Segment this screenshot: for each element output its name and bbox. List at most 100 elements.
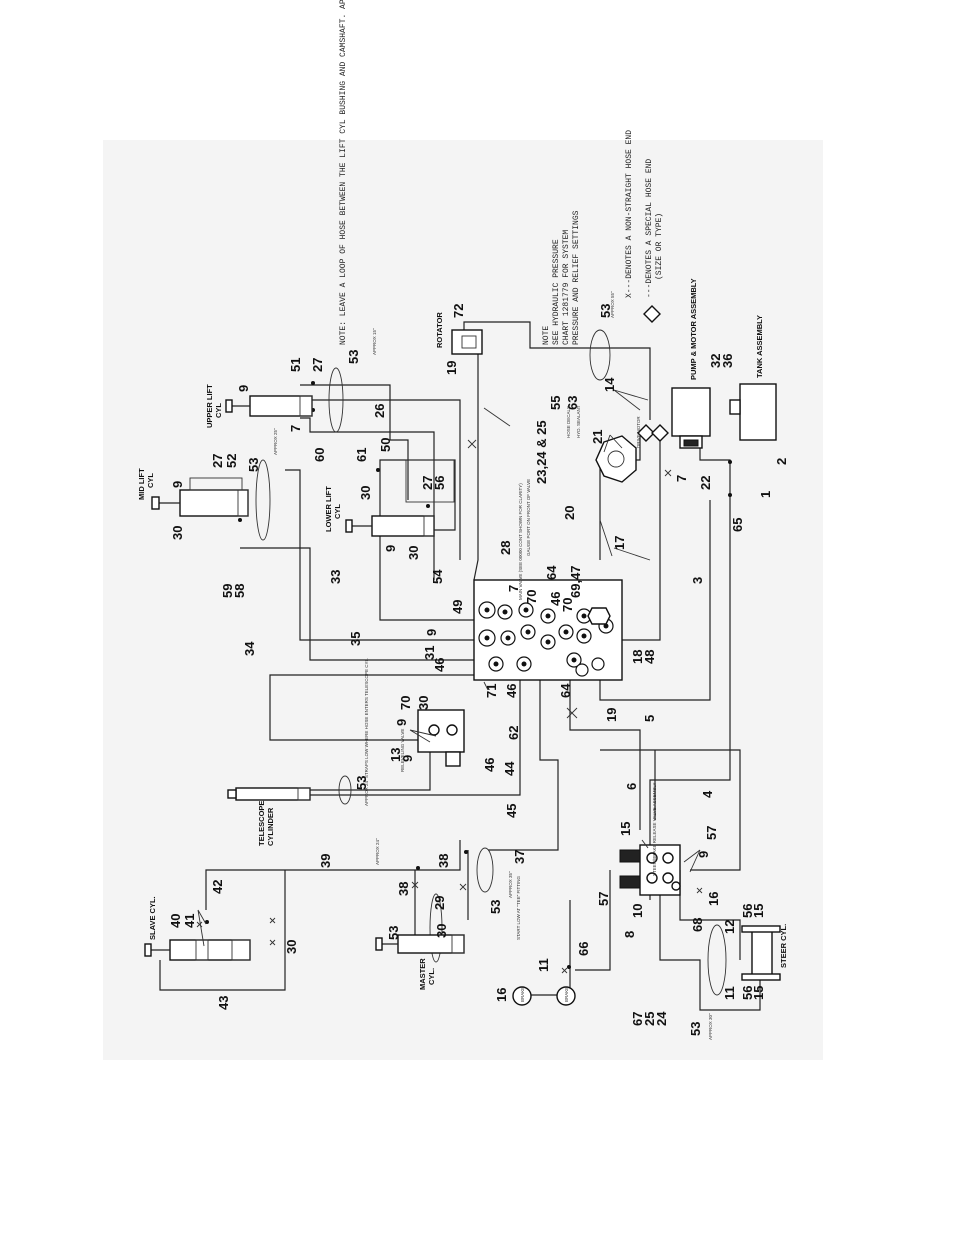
hose-rotator-supply	[473, 352, 479, 581]
label-tank: TANK ASSEMBLY	[755, 315, 764, 378]
callout: 22	[698, 476, 713, 490]
bundle-rotator	[589, 329, 611, 381]
callout: 41	[182, 914, 197, 928]
callout: 36	[720, 354, 735, 368]
x-markers	[196, 439, 703, 974]
callout: 30	[284, 940, 299, 954]
hose-steer-a	[659, 870, 761, 1011]
callout: 27	[420, 476, 435, 490]
note-approx-35: APPROX 35"	[508, 871, 513, 898]
callout: 13	[388, 748, 403, 762]
callout: 29	[432, 896, 447, 910]
callout: 52	[224, 454, 239, 468]
callout: 53	[354, 776, 369, 790]
callout: 38	[396, 882, 411, 896]
hose-43	[159, 870, 286, 991]
callout: 5	[642, 715, 657, 722]
hose-39	[285, 840, 461, 871]
callout: 9	[394, 719, 409, 726]
svg-text:SEE HYDRAULIC PRESSURE: SEE HYDRAULIC PRESSURE	[552, 239, 561, 345]
callout: 57	[596, 892, 611, 906]
callout: 14	[602, 377, 617, 392]
callout: 30	[434, 924, 449, 938]
hose-34	[269, 674, 474, 741]
hose-62	[488, 680, 559, 851]
hose-mid-lift	[285, 469, 474, 641]
note-relevel-valve: RELEVELING VALVE	[400, 729, 405, 772]
callout: 45	[504, 804, 519, 818]
bundle-mid	[255, 459, 271, 541]
callout: 20	[562, 506, 577, 520]
callout: 40	[168, 914, 183, 928]
steer-brake-valve	[619, 844, 681, 896]
callout: 46	[432, 658, 447, 672]
note-hose-loop-dims: APPROX 15"	[372, 328, 377, 355]
notes-block: NOTE: LEAVE A LOOP OF HOSE BETWEEN THE L…	[273, 0, 713, 1040]
callout: 38	[436, 854, 451, 868]
hose-45	[300, 680, 521, 796]
callout: 60	[312, 448, 327, 462]
callout: 9	[696, 851, 711, 858]
hose-steer-b	[679, 870, 741, 960]
callout: 70	[398, 696, 413, 710]
callout: 17	[612, 536, 627, 550]
callout: 1	[758, 491, 773, 498]
svg-text:NOTE: NOTE	[542, 326, 551, 345]
callout: 23,24 & 25	[534, 420, 549, 484]
hose-3	[599, 500, 711, 701]
master-cylinder	[375, 934, 465, 954]
hose-33	[240, 547, 474, 661]
label-upper-lift-1: UPPER LIFT	[205, 384, 214, 428]
label-lower-lift-2: CYL	[333, 504, 342, 519]
note-brake-1: BRAKE	[520, 987, 525, 1002]
callout: 50	[378, 438, 393, 452]
note-main-valve: MAIN VALVE (SEE 00000 CONT SHOWN FOR CLA…	[518, 483, 523, 600]
callout: 65	[730, 518, 745, 532]
drawing-sheet	[103, 140, 823, 1060]
callout: 46	[504, 684, 519, 698]
callout: 26	[372, 404, 387, 418]
bundle-telescope	[338, 775, 352, 805]
callout: 2	[774, 458, 789, 465]
callout: 37	[512, 850, 527, 864]
callout: 46	[482, 758, 497, 772]
leader-lines	[197, 389, 701, 947]
steer-cylinder	[741, 925, 781, 981]
component-labels: ROTATOR PUMP & MOTOR ASSEMBLY TANK ASSEM…	[137, 278, 788, 990]
callout: 61	[354, 448, 369, 462]
upper-lift-cylinder	[225, 395, 313, 417]
hose-brake-1	[530, 900, 571, 996]
note-approx-24: APPROX 24"	[375, 838, 380, 865]
releveling-valve	[417, 709, 465, 767]
callout: 15	[618, 822, 633, 836]
callout: 31	[422, 646, 437, 660]
callout: 7	[506, 585, 521, 592]
callout: 51	[288, 358, 303, 372]
callout: 27	[210, 454, 225, 468]
hose-upper-lift-b	[300, 417, 435, 580]
main-valve	[473, 579, 623, 681]
bundle-steer	[707, 924, 727, 996]
callout: 19	[604, 708, 619, 722]
note-approx-30: APPROX 30"	[708, 1013, 713, 1040]
note-start-low: START LOW AT "TEE" FITTING	[516, 875, 521, 940]
bundle-upper	[328, 367, 344, 433]
callout: 44	[502, 761, 517, 776]
hose-rotator-return	[463, 321, 651, 420]
legend-special-2: (SIZE OR TYPE)	[655, 213, 664, 280]
label-telescope-2: CYLINDER	[266, 807, 275, 846]
callout: 53	[386, 926, 401, 940]
hose-42	[205, 869, 285, 910]
hose-4	[600, 749, 741, 871]
callout: 12	[722, 920, 737, 934]
bundle-master-2	[429, 893, 443, 963]
callout: 4	[700, 790, 715, 798]
callout: 30	[406, 546, 421, 560]
callout: 19	[444, 361, 459, 375]
callout: 7	[674, 475, 689, 482]
callout: 15	[751, 986, 766, 1000]
slave-cylinder	[144, 939, 251, 961]
callout: 9	[170, 481, 185, 488]
label-mid-lift-1: MID LIFT	[137, 468, 146, 500]
callout: 7	[288, 425, 303, 432]
